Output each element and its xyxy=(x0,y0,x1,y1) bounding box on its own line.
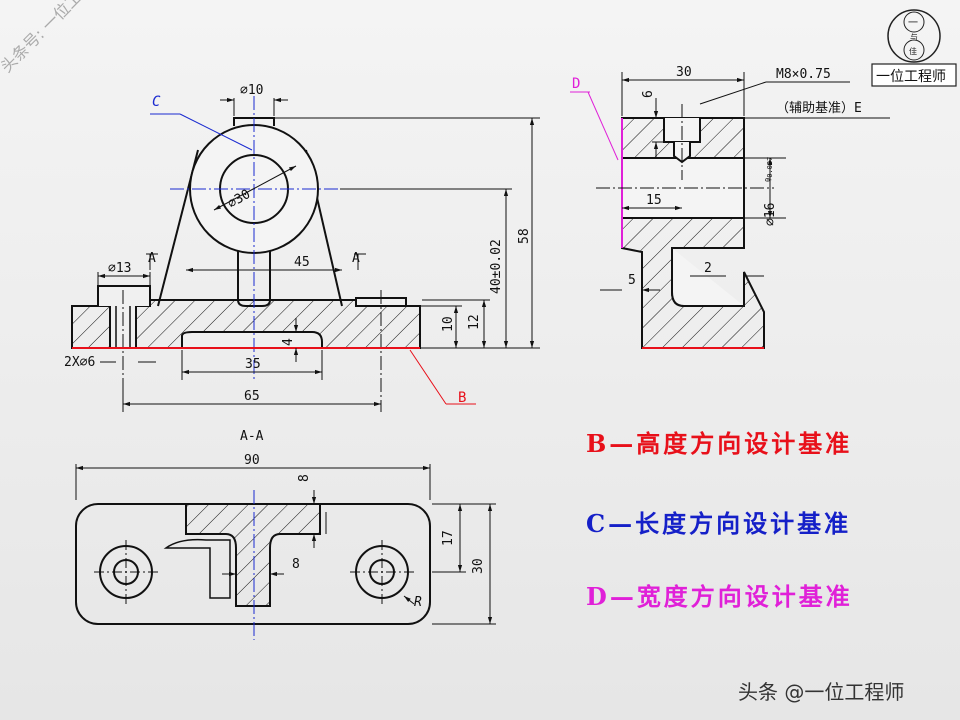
dim-w35: 35 xyxy=(245,357,261,372)
dim-h6: 6 xyxy=(641,90,656,98)
dim-h8: 8 xyxy=(297,474,312,482)
dim-holes: 2X⌀6 xyxy=(64,355,95,370)
logo-text: 一位工程师 xyxy=(876,69,946,85)
dim-w45: 45 xyxy=(294,255,310,270)
dim-h40: 40±0.02 xyxy=(489,239,504,294)
dim-h12: 12 xyxy=(467,314,482,330)
legend-datum-b: B—高度方向设计基准 xyxy=(586,429,853,458)
section-title: A-A xyxy=(240,429,264,444)
dim-w2: 2 xyxy=(704,261,712,276)
datum-b-label: B xyxy=(458,390,466,406)
legend-datum-c: C—长度方向设计基准 xyxy=(586,509,852,538)
dim-h4: 4 xyxy=(281,338,296,346)
logo-seal xyxy=(887,9,941,63)
dim-w5: 5 xyxy=(628,273,636,288)
side-view xyxy=(621,117,765,349)
dim-d10: ⌀10 xyxy=(240,83,263,98)
dim-d16: ⌀16 xyxy=(763,203,778,226)
dim-w65: 65 xyxy=(244,389,260,404)
dim-h10: 10 xyxy=(441,316,456,332)
dim-d13: ⌀13 xyxy=(108,261,131,276)
dim-tol: +0.027 xyxy=(766,157,774,182)
thread-callout: M8×0.75 xyxy=(776,67,831,82)
dim-h17: 17 xyxy=(441,530,456,546)
front-view xyxy=(71,117,421,349)
section-view xyxy=(75,503,431,625)
dim-h30-sec: 30 xyxy=(471,558,486,574)
section-mark-right: A xyxy=(352,251,360,266)
seal-char-3: 佳 xyxy=(909,46,917,56)
footer-credit: 头条 @一位工程师 xyxy=(738,680,905,704)
dim-r: R xyxy=(414,595,422,610)
dim-h58: 58 xyxy=(517,228,532,244)
aux-datum-label: （辅助基准）E xyxy=(776,101,862,116)
section-mark-left: A xyxy=(148,251,156,266)
seal-char-2: 与 xyxy=(910,33,918,42)
dim-w15: 15 xyxy=(646,193,662,208)
datum-d-label: D xyxy=(572,76,580,92)
dim-w30-side: 30 xyxy=(676,65,692,80)
seal-char-1: 一 xyxy=(908,18,918,29)
dim-tol0: 0 xyxy=(764,178,772,182)
legend-datum-d: D—宽度方向设计基准 xyxy=(586,582,853,611)
datum-c-label: C xyxy=(152,94,161,110)
dim-w90: 90 xyxy=(244,453,260,468)
bottom-groove xyxy=(181,331,323,348)
dim-w8: 8 xyxy=(292,557,300,572)
